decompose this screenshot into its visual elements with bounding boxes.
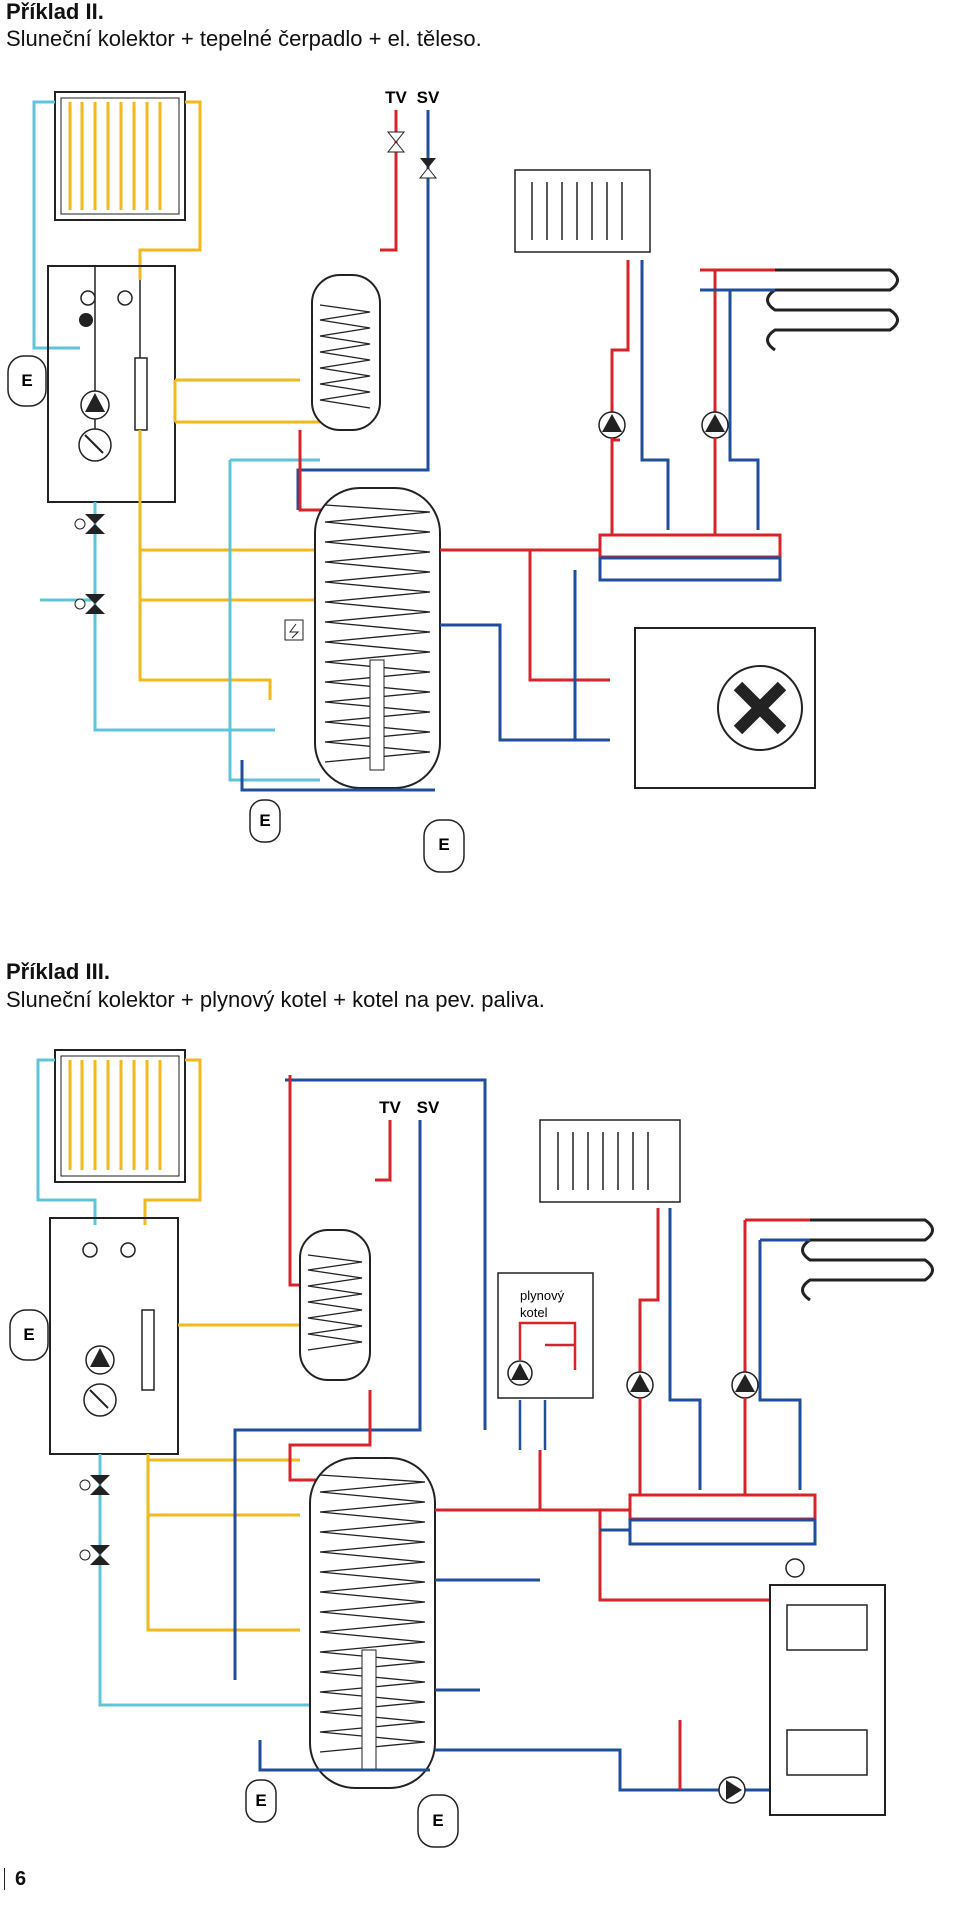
diagram-example3: E TV SV plynový kotel [9, 1049, 934, 1848]
valve-icon [386, 131, 438, 179]
thermometer-icon [82, 1242, 136, 1258]
three-way-valve-icon [74, 514, 105, 614]
expansion-vessel-icon: E E [249, 799, 465, 873]
buffer-tank-large [314, 487, 441, 789]
three-way-valve-icon [79, 1475, 110, 1565]
distributor-hot [598, 533, 782, 559]
solar-station-box [49, 1217, 179, 1455]
radiator-icon [514, 169, 651, 253]
distributor-hot [628, 1493, 817, 1521]
diagram-example2: E TV SV [7, 88, 899, 873]
distributor-cold [628, 1518, 817, 1546]
pump-icon [85, 1345, 115, 1375]
heat-pump-icon [634, 627, 816, 789]
manometer-icon [78, 428, 112, 462]
cold-water-label: SV [417, 88, 440, 107]
hot-water-tank-small [299, 1229, 371, 1381]
expansion-vessel-icon: E [7, 355, 47, 407]
pump-icon [626, 1371, 759, 1399]
thermometer-icon [80, 290, 133, 306]
example2-subtitle: Sluneční kolektor + tepelné čerpadlo + e… [6, 26, 482, 51]
flow-meter [134, 357, 148, 431]
example2-title: Příklad II. [6, 0, 104, 24]
pump-icon [598, 411, 729, 439]
pump-icon [718, 1776, 746, 1804]
svg-text:E: E [23, 1325, 34, 1344]
manometer-icon [83, 1383, 117, 1417]
buffer-tank-large [309, 1457, 436, 1789]
hot-water-label: TV [385, 88, 407, 107]
expansion-vessel-icon: E [9, 1309, 49, 1361]
solar-collector-icon [54, 1049, 186, 1183]
underfloor-heating-icon [766, 268, 899, 352]
electric-heater-icon [284, 619, 304, 641]
solar-station-box [47, 265, 176, 503]
distributor-cold [598, 556, 782, 582]
svg-text:E: E [255, 1791, 266, 1810]
solar-collector-icon [54, 91, 186, 221]
svg-text:E: E [259, 811, 270, 830]
radiator-icon [539, 1119, 681, 1203]
expansion-vessel-icon: E E [245, 1779, 459, 1848]
page-number: 6 [4, 1868, 26, 1890]
gas-boiler-label-1: plynový [520, 1288, 565, 1303]
underfloor-heating-icon [801, 1218, 934, 1302]
hot-water-tank-small [311, 274, 381, 431]
boiler-icon: plynový kotel [497, 1272, 594, 1399]
solid-fuel-boiler-icon [769, 1558, 886, 1816]
svg-text:E: E [21, 371, 32, 390]
gas-boiler-label-2: kotel [520, 1305, 548, 1320]
flow-meter [141, 1309, 155, 1391]
pump-icon [80, 390, 110, 420]
example3-subtitle: Sluneční kolektor + plynový kotel + kote… [6, 987, 545, 1012]
example3-title: Příklad III. [6, 959, 110, 984]
cold-water-label: SV [417, 1098, 440, 1117]
svg-text:E: E [438, 835, 449, 854]
gauge-icon [79, 313, 93, 327]
svg-text:E: E [432, 1811, 443, 1830]
hot-water-label: TV [379, 1098, 401, 1117]
